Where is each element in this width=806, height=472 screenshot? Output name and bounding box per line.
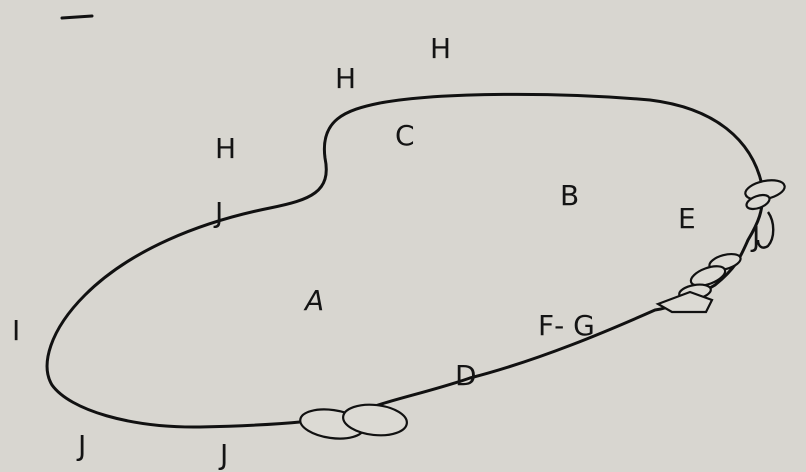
label-j-bottom-mid: J bbox=[218, 438, 228, 471]
label-j-upper: J bbox=[213, 196, 223, 229]
label-c: C bbox=[395, 119, 415, 152]
corner-mark bbox=[62, 16, 92, 18]
label-d: D bbox=[455, 359, 477, 392]
label-j-bottom-left: J bbox=[76, 429, 86, 462]
label-i: I bbox=[12, 314, 20, 347]
label-j-right: J bbox=[750, 220, 760, 253]
label-a: A bbox=[303, 284, 324, 317]
label-h-left: H bbox=[215, 132, 236, 165]
label-b: B bbox=[560, 179, 579, 212]
label-h-middle: H bbox=[335, 62, 356, 95]
label-fg: F- G bbox=[538, 309, 595, 342]
label-e: E bbox=[678, 202, 696, 235]
rocks-right bbox=[658, 177, 786, 312]
label-h-right: H bbox=[430, 32, 451, 65]
rocks-bottom bbox=[298, 402, 408, 443]
